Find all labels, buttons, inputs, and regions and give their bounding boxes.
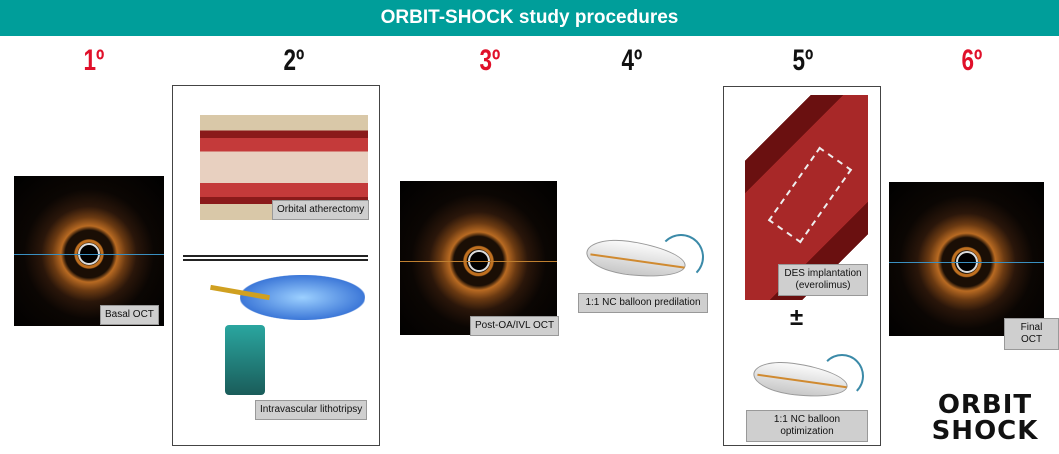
step-4: 4º: [621, 44, 643, 77]
des-label-line2: (everolimus): [795, 280, 851, 291]
page-title: ORBIT-SHOCK study procedures: [0, 0, 1059, 36]
plus-minus-symbol: ±: [790, 304, 804, 331]
basal-oct-label: Basal OCT: [100, 305, 159, 325]
nc-optimization-label: 1:1 NC balloon optimization: [746, 410, 868, 442]
nc-optimization-balloon-image: [745, 350, 868, 410]
step-1: 1º: [83, 44, 105, 77]
logo-line2: SHOCK: [931, 416, 1039, 446]
logo-line1: ORBIT: [937, 390, 1033, 420]
divider: [183, 255, 368, 257]
step-2: 2º: [283, 44, 305, 77]
nc-predilation-label: 1:1 NC balloon predilation: [578, 293, 708, 313]
step-5: 5º: [792, 44, 814, 77]
basal-oct-image: [14, 176, 164, 326]
des-label-line1: DES implantation: [784, 268, 862, 279]
nc-balloon-image: [578, 228, 708, 292]
post-oct-image: [400, 181, 557, 335]
post-oct-label: Post-OA/IVL OCT: [470, 316, 560, 336]
orbital-atherectomy-label: Orbital atherectomy: [272, 200, 370, 220]
des-implantation-label: DES implantation(everolimus): [778, 264, 868, 296]
ivl-device-image: [200, 270, 368, 400]
final-oct-label: Final OCT: [1004, 318, 1059, 350]
step-3: 3º: [479, 44, 501, 77]
step-6: 6º: [961, 44, 983, 77]
divider: [183, 259, 368, 261]
final-oct-image: [889, 182, 1044, 336]
ivl-label: Intravascular lithotripsy: [255, 400, 368, 420]
